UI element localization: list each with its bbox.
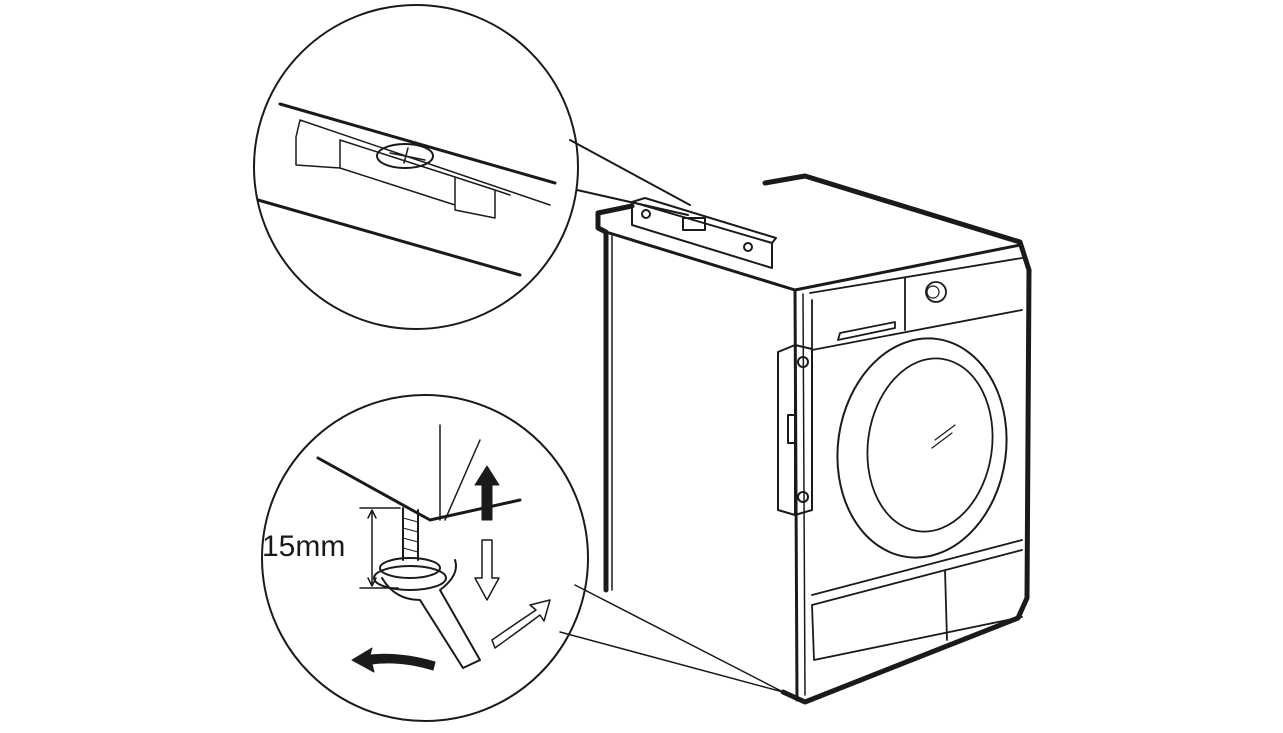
arrow-up-icon bbox=[474, 465, 500, 521]
spirit-level-front bbox=[777, 344, 813, 516]
bottom-panel bbox=[811, 539, 1023, 661]
machine-top-edge bbox=[604, 230, 1022, 292]
machine-inner-edge bbox=[611, 235, 806, 696]
bottom-detail-circle bbox=[261, 394, 589, 722]
arrow-down-icon bbox=[474, 539, 500, 601]
machine-outline bbox=[595, 173, 1032, 705]
wrench-icon bbox=[381, 559, 481, 669]
spirit-level-top bbox=[631, 197, 777, 269]
top-detail-circle bbox=[253, 4, 691, 330]
door-outer bbox=[836, 337, 1008, 559]
rotate-right-arrow-icon bbox=[491, 599, 551, 649]
door-inner bbox=[866, 357, 994, 533]
program-knob bbox=[925, 281, 947, 303]
control-panel bbox=[809, 257, 1023, 351]
measurement-label: 15mm bbox=[262, 530, 346, 563]
rotate-left-arrow-icon bbox=[351, 647, 436, 673]
